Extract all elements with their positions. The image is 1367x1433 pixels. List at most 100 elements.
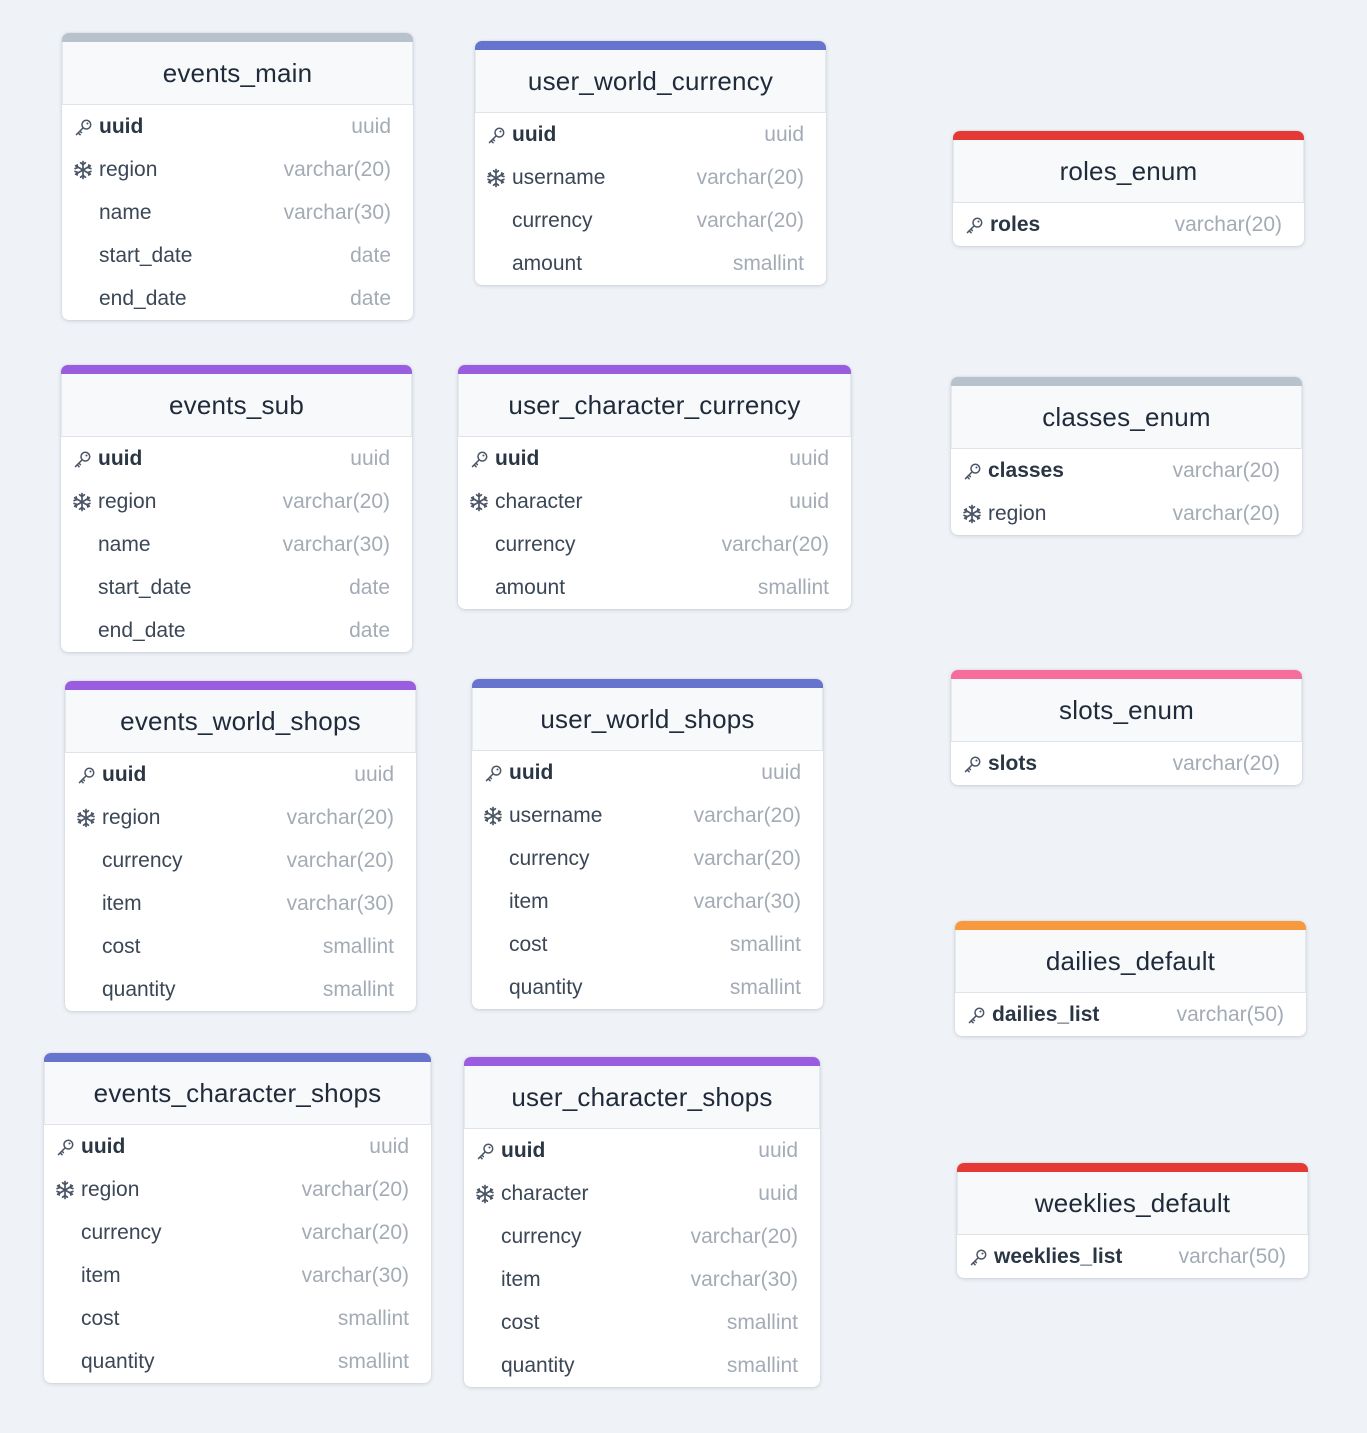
- table-color-bar: [955, 921, 1306, 930]
- table-title[interactable]: user_world_currency: [475, 50, 826, 113]
- table-color-bar: [951, 377, 1302, 386]
- key-icon: [962, 754, 982, 774]
- field-name: region: [81, 1177, 140, 1201]
- field-name: username: [509, 803, 603, 827]
- field-name: quantity: [501, 1353, 575, 1377]
- table-title[interactable]: slots_enum: [951, 679, 1302, 742]
- field-name: uuid: [509, 760, 554, 784]
- key-icon: [73, 117, 93, 137]
- field-name: end_date: [98, 618, 186, 642]
- table-title[interactable]: events_character_shops: [44, 1062, 431, 1125]
- field-row[interactable]: username varchar(20): [472, 794, 823, 837]
- table-color-bar: [475, 41, 826, 50]
- field-type: date: [349, 618, 390, 642]
- field-name: item: [102, 891, 142, 915]
- key-icon: [469, 449, 489, 469]
- table-title[interactable]: user_character_currency: [458, 374, 851, 437]
- field-name: region: [102, 805, 161, 829]
- table-title[interactable]: user_world_shops: [472, 688, 823, 751]
- table-color-bar: [953, 131, 1304, 140]
- snowflake-icon: [475, 1184, 495, 1204]
- table-title[interactable]: classes_enum: [951, 386, 1302, 449]
- snowflake-icon: [486, 168, 506, 188]
- field-type: uuid: [354, 762, 394, 786]
- field-name: amount: [495, 575, 566, 599]
- field-name: amount: [512, 251, 583, 275]
- table-title[interactable]: weeklies_default: [957, 1172, 1308, 1235]
- field-type: uuid: [350, 446, 390, 470]
- field-name: name: [99, 200, 152, 224]
- field-type: smallint: [322, 977, 394, 1001]
- table-title[interactable]: roles_enum: [953, 140, 1304, 203]
- field-type: varchar(20): [693, 803, 801, 827]
- field-row[interactable]: end_date date: [61, 609, 412, 652]
- table-title[interactable]: dailies_default: [955, 930, 1306, 993]
- table-title[interactable]: events_main: [62, 42, 413, 105]
- table-title[interactable]: events_sub: [61, 374, 412, 437]
- field-type: date: [349, 575, 390, 599]
- table-title[interactable]: events_world_shops: [65, 690, 416, 753]
- field-name: cost: [509, 932, 548, 956]
- table-title[interactable]: user_character_shops: [464, 1066, 820, 1129]
